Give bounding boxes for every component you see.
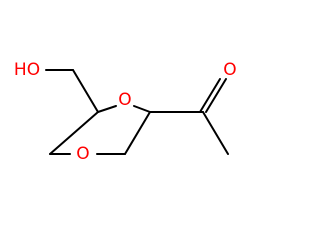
ring-oxygen-top-label: O [118, 90, 131, 110]
bond-c5-c6 [49, 111, 99, 155]
bond-ch2-c6 [72, 69, 99, 113]
bond-carbonyl-double-b [205, 78, 227, 113]
bond-c6-o1 [97, 105, 117, 113]
bonds [45, 69, 229, 155]
ring-oxygen-bottom-label: O [76, 144, 89, 164]
hydroxyl-label: HO [14, 60, 40, 80]
bond-carbonyl-methyl [202, 111, 229, 155]
bond-o1-c2 [133, 105, 151, 113]
atom-labels: HO O O O [14, 60, 237, 164]
structural-formula: HO O O O [14, 60, 237, 164]
bond-carbonyl-double-a [199, 78, 221, 113]
carbonyl-oxygen-label: O [223, 60, 236, 80]
bond-c2-c3 [124, 111, 151, 155]
